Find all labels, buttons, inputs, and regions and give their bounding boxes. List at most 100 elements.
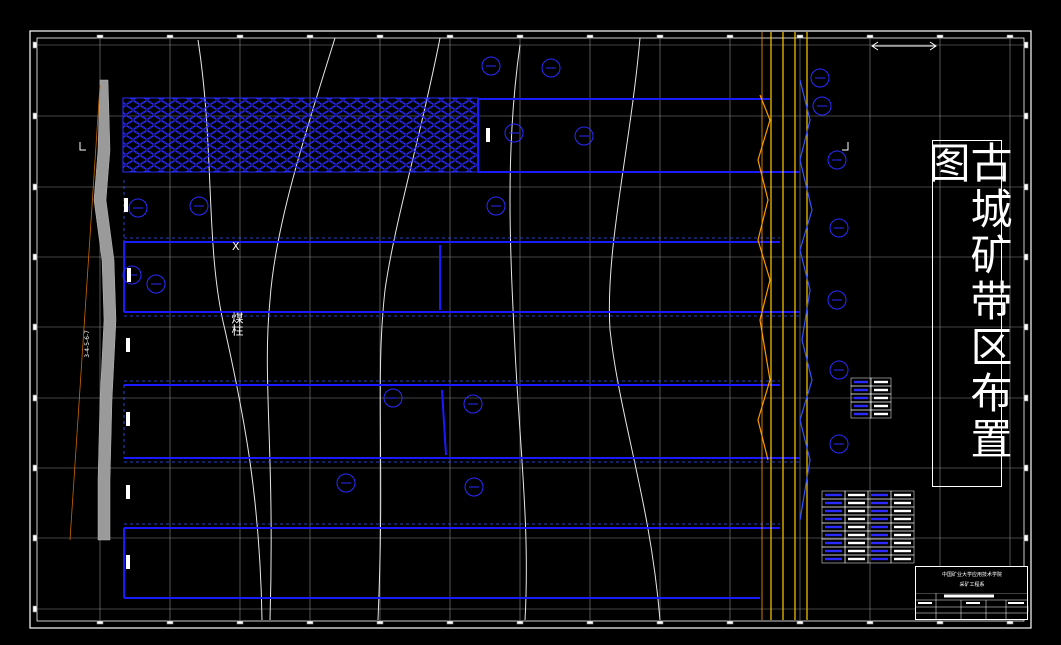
legend-swatch-6-2 bbox=[871, 541, 888, 545]
tick-bottom-12 bbox=[936, 620, 944, 625]
legend-swatch-3-1 bbox=[874, 404, 888, 408]
legend-swatch-1-0 bbox=[825, 501, 842, 505]
legend-swatch-0-1 bbox=[874, 380, 888, 384]
tick-left-8 bbox=[32, 605, 38, 613]
legend-swatch-2-1 bbox=[874, 396, 888, 400]
legend-swatch-3-3 bbox=[894, 517, 911, 521]
annotation-marker-5 bbox=[128, 198, 148, 218]
tick-left-2 bbox=[32, 183, 38, 191]
legend-swatch-1-3 bbox=[894, 501, 911, 505]
legend-swatch-4-3 bbox=[894, 525, 911, 529]
tick-right-3 bbox=[1023, 253, 1029, 261]
tick-right-4 bbox=[1023, 323, 1029, 331]
legend-swatch-3-1 bbox=[848, 517, 865, 521]
tick-top-1 bbox=[166, 34, 174, 39]
drawing-title-box: 古城矿带区布置图 bbox=[922, 140, 1013, 487]
tick-top-2 bbox=[236, 34, 244, 39]
legend-swatch-4-1 bbox=[874, 412, 888, 416]
legend-swatch-7-3 bbox=[894, 549, 911, 553]
tick-bottom-8 bbox=[656, 620, 664, 625]
tick-top-5 bbox=[446, 34, 454, 39]
tick-top-12 bbox=[936, 34, 944, 39]
legend-swatch-2-0 bbox=[854, 396, 868, 400]
tick-top-13 bbox=[1006, 34, 1014, 39]
tick-right-1 bbox=[1023, 112, 1029, 120]
tick-top-7 bbox=[586, 34, 594, 39]
legend-swatch-0-0 bbox=[825, 493, 842, 497]
annotation-marker-14 bbox=[810, 68, 830, 88]
tick-right-7 bbox=[1023, 534, 1029, 542]
tick-right-5 bbox=[1023, 394, 1029, 402]
annotation-marker-2 bbox=[504, 123, 524, 143]
annotation-marker-11 bbox=[336, 473, 356, 493]
legend-swatch-7-0 bbox=[825, 549, 842, 553]
tick-top-10 bbox=[796, 34, 804, 39]
annotation-marker-18 bbox=[829, 360, 849, 380]
legend-swatch-3-0 bbox=[825, 517, 842, 521]
tick-left-7 bbox=[32, 534, 38, 542]
legend-swatch-5-1 bbox=[848, 533, 865, 537]
annotation-marker-3 bbox=[574, 126, 594, 146]
legend-cell-4-1 bbox=[870, 409, 892, 419]
tick-bottom-6 bbox=[516, 620, 524, 625]
tick-top-4 bbox=[376, 34, 384, 39]
tick-top-9 bbox=[726, 34, 734, 39]
north-arrow bbox=[871, 41, 937, 51]
tick-left-5 bbox=[32, 394, 38, 402]
tick-bottom-10 bbox=[796, 620, 804, 625]
annotation-marker-1 bbox=[541, 58, 561, 78]
goaf-zone bbox=[122, 97, 479, 173]
tick-bottom-13 bbox=[1006, 620, 1014, 625]
legend-swatch-1-2 bbox=[871, 501, 888, 505]
legend-swatch-4-0 bbox=[854, 412, 868, 416]
left-road bbox=[93, 79, 117, 541]
annotation-marker-17 bbox=[827, 290, 847, 310]
left-boundary-line bbox=[69, 84, 101, 541]
tick-right-0 bbox=[1023, 41, 1029, 49]
tick-bottom-11 bbox=[866, 620, 874, 625]
legend-swatch-4-0 bbox=[825, 525, 842, 529]
tick-bottom-1 bbox=[166, 620, 174, 625]
legend-swatch-5-2 bbox=[871, 533, 888, 537]
tick-bottom-4 bbox=[376, 620, 384, 625]
tick-top-6 bbox=[516, 34, 524, 39]
legend-swatch-1-1 bbox=[874, 388, 888, 392]
title-block-grid bbox=[916, 593, 1027, 619]
legend-table-large bbox=[821, 490, 915, 564]
legend-swatch-1-1 bbox=[848, 501, 865, 505]
legend-table-small bbox=[850, 377, 892, 419]
cross-mark: X bbox=[232, 240, 240, 253]
road-label: 3-4-5-6-7 bbox=[84, 330, 91, 358]
annotation-marker-8 bbox=[146, 274, 166, 294]
tick-left-3 bbox=[32, 253, 38, 261]
legend-swatch-5-0 bbox=[825, 533, 842, 537]
main-shafts bbox=[757, 32, 813, 620]
title-block: 中国矿业大学应用技术学院 采矿工程系 bbox=[915, 566, 1028, 620]
legend-swatch-4-2 bbox=[871, 525, 888, 529]
legend-swatch-2-0 bbox=[825, 509, 842, 513]
section-marks bbox=[79, 142, 849, 151]
legend-swatch-0-1 bbox=[848, 493, 865, 497]
tick-left-1 bbox=[32, 112, 38, 120]
legend-swatch-3-0 bbox=[854, 404, 868, 408]
tick-bottom-0 bbox=[96, 620, 104, 625]
legend-swatch-6-3 bbox=[894, 541, 911, 545]
roadways bbox=[123, 98, 800, 599]
annotation-marker-10 bbox=[463, 394, 483, 414]
legend-swatch-4-1 bbox=[848, 525, 865, 529]
annotation-marker-12 bbox=[464, 477, 484, 497]
annotation-marker-4 bbox=[486, 196, 506, 216]
legend-swatch-5-3 bbox=[894, 533, 911, 537]
tick-bottom-3 bbox=[306, 620, 314, 625]
legend-swatch-6-0 bbox=[825, 541, 842, 545]
tick-top-11 bbox=[866, 34, 874, 39]
legend-swatch-1-0 bbox=[854, 388, 868, 392]
annotation-marker-13 bbox=[812, 96, 832, 116]
legend-swatch-8-1 bbox=[848, 557, 865, 561]
annotation-markers bbox=[122, 56, 849, 497]
tick-bottom-5 bbox=[446, 620, 454, 625]
department-name: 采矿工程系 bbox=[959, 582, 985, 588]
roadway-dashes bbox=[123, 180, 800, 525]
institution-name: 中国矿业大学应用技术学院 bbox=[941, 572, 1002, 578]
